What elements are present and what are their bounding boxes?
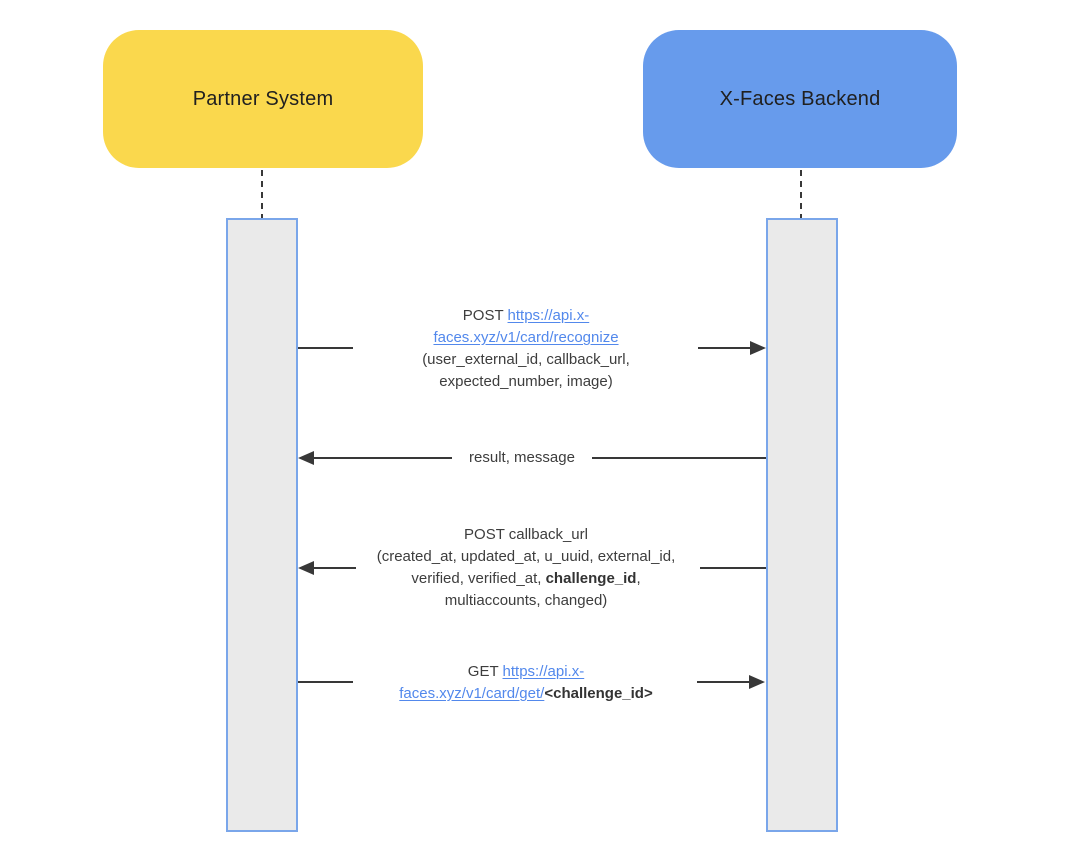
message-1-line-start bbox=[298, 347, 353, 349]
message-1-label: POST https://api.x- faces.xyz/v1/card/re… bbox=[366, 305, 686, 393]
message-4-line-2: faces.xyz/v1/card/get/<challenge_id> bbox=[346, 683, 706, 705]
activation-bar-xfaces-backend bbox=[766, 218, 838, 832]
message-3-comma: , bbox=[636, 570, 641, 587]
message-1-line-2: faces.xyz/v1/card/recognize bbox=[366, 327, 686, 349]
actor-label-xfaces-backend: X-Faces Backend bbox=[719, 87, 881, 110]
message-3-method: POST callback_url bbox=[464, 526, 588, 543]
message-2-arrowhead-left-icon bbox=[298, 451, 314, 465]
message-4-line-end bbox=[697, 681, 750, 683]
actor-box-xfaces-backend: X-Faces Backend bbox=[643, 30, 957, 168]
message-3-challenge-id: challenge_id bbox=[545, 570, 637, 587]
message-3-params-1: (created_at, updated_at, u_uuid, externa… bbox=[376, 548, 676, 565]
message-1-params-2: expected_number, image) bbox=[439, 373, 613, 390]
message-4-challenge-id-placeholder: <challenge_id> bbox=[544, 685, 653, 702]
message-4-url-link-part2[interactable]: faces.xyz/v1/card/get/ bbox=[399, 685, 545, 702]
message-2-result-text: result, message bbox=[469, 449, 575, 466]
message-3-line-2: (created_at, updated_at, u_uuid, externa… bbox=[336, 546, 716, 568]
message-1-line-3: (user_external_id, callback_url, bbox=[366, 349, 686, 371]
message-3-line-4: multiaccounts, changed) bbox=[336, 590, 716, 612]
message-1-line-1: POST https://api.x- bbox=[366, 305, 686, 327]
lifeline-partner-system bbox=[261, 170, 263, 218]
message-4-line-1: GET https://api.x- bbox=[346, 661, 706, 683]
message-1-method: POST bbox=[462, 307, 508, 324]
message-3-line-1: POST callback_url bbox=[336, 524, 716, 546]
message-3-line-end bbox=[700, 567, 766, 569]
message-1-line-end bbox=[698, 347, 751, 349]
message-1-arrowhead-right-icon bbox=[750, 341, 766, 355]
message-3-label: POST callback_url (created_at, updated_a… bbox=[336, 524, 716, 612]
message-1-params-1: (user_external_id, callback_url, bbox=[422, 351, 630, 368]
message-3-arrowhead-left-icon bbox=[298, 561, 314, 575]
activation-bar-partner-system bbox=[226, 218, 298, 832]
message-3-params-2: verified, verified_at, bbox=[411, 570, 546, 587]
message-1-line-4: expected_number, image) bbox=[366, 371, 686, 393]
message-4-url-link-part1[interactable]: https://api.x- bbox=[502, 663, 585, 680]
message-1-url-link-part2[interactable]: faces.xyz/v1/card/recognize bbox=[433, 329, 619, 346]
message-3-line-3: verified, verified_at, challenge_id, bbox=[336, 568, 716, 590]
message-2-line-1: result, message bbox=[452, 447, 592, 469]
message-2-label: result, message bbox=[452, 447, 592, 469]
message-4-arrowhead-right-icon bbox=[749, 675, 765, 689]
message-1-url-link-part1[interactable]: https://api.x- bbox=[507, 307, 590, 324]
message-4-method: GET bbox=[467, 663, 503, 680]
actor-label-partner-system: Partner System bbox=[192, 87, 334, 110]
message-4-line-start bbox=[298, 681, 353, 683]
lifeline-xfaces-backend bbox=[800, 170, 802, 218]
actor-box-partner-system: Partner System bbox=[103, 30, 423, 168]
message-4-label: GET https://api.x- faces.xyz/v1/card/get… bbox=[346, 661, 706, 705]
message-3-line-start bbox=[312, 567, 356, 569]
message-3-params-3: multiaccounts, changed) bbox=[444, 592, 608, 609]
